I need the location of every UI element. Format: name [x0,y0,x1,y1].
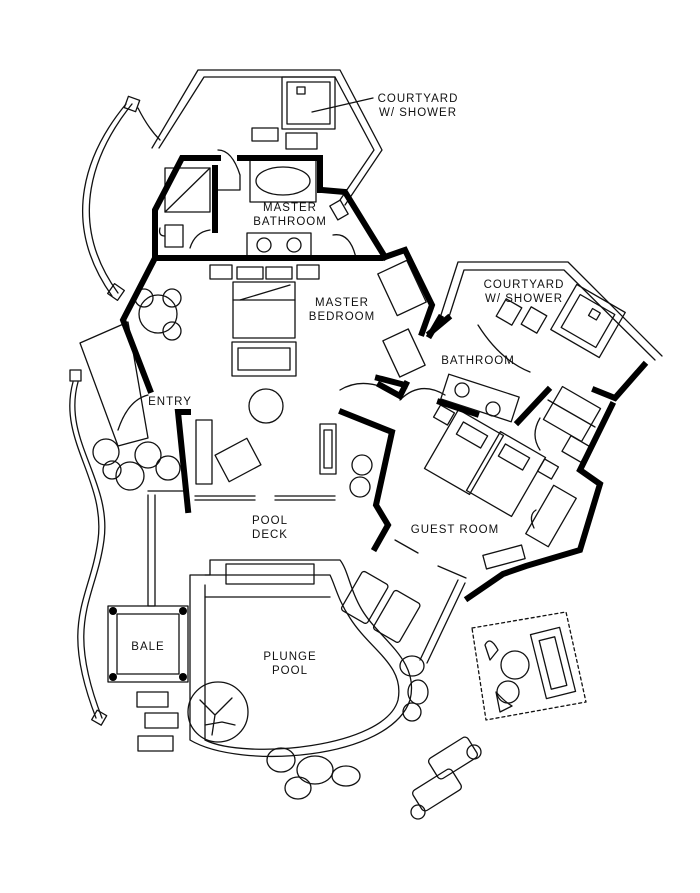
bathroom-label: BATHROOM [441,355,515,367]
stepping-stones [266,655,429,800]
pool-deck-label: POOL DECK [235,514,305,542]
bale-post [179,607,187,615]
courtyard-top-shower [251,76,374,150]
garden-wall-left [82,95,161,302]
master-bathroom-fixtures [158,149,357,259]
entry-portico [79,321,149,447]
courtyard-right-label: COURTYARD W/ SHOWER [478,278,570,306]
courtyard-top-label-line2: W/ SHOWER [379,107,457,119]
plunge-pool-label: PLUNGE POOL [248,650,332,678]
plunge-pool-label-line1: PLUNGE [263,651,317,663]
plunge-pool [189,559,413,758]
pool-deck-label-line2: DECK [252,529,288,541]
garden-wall-lower-left [69,369,108,726]
master-bedroom-label-line1: MASTER [315,297,369,309]
guest-room-furniture [394,404,577,579]
master-bedroom-label-line2: BEDROOM [308,311,376,323]
bale-post [109,673,117,681]
guest-room-label: GUEST ROOM [410,524,500,536]
outdoor-dining-set [471,611,587,721]
courtyard-right-shower [477,283,626,373]
plunge-pool-label-line2: POOL [272,665,308,677]
courtyard-top-label-line1: COURTYARD [377,93,459,105]
master-bedroom-furniture [195,259,427,485]
courtyard-right-label-line1: COURTYARD [483,279,565,291]
master-bathroom-label: MASTER BATHROOM [240,201,340,229]
pool-deck-doors [147,490,336,607]
master-bedroom-label: MASTER BEDROOM [292,296,392,324]
bale-post [109,607,117,615]
pool-deck-label-line1: POOL [252,515,288,527]
master-bathroom-label-line2: BATHROOM [253,216,327,228]
courtyard-top-outline [151,69,383,206]
courtyard-right-outline [439,261,663,361]
entry-label: ENTRY [148,396,192,408]
building-walls [119,155,649,603]
courtyard-top-label: COURTYARD W/ SHOWER [372,92,464,120]
deck-lounge-chairs [340,570,466,664]
bale-label: BALE [131,641,165,653]
bale-pavilion [107,605,189,752]
entry-shrubs [92,438,373,498]
bale-post [179,673,187,681]
sun-loungers [410,736,482,820]
courtyard-right-label-line2: W/ SHOWER [485,293,563,305]
pool-tree [187,681,249,743]
master-bathroom-label-line1: MASTER [263,202,317,214]
dining-table [134,288,182,341]
